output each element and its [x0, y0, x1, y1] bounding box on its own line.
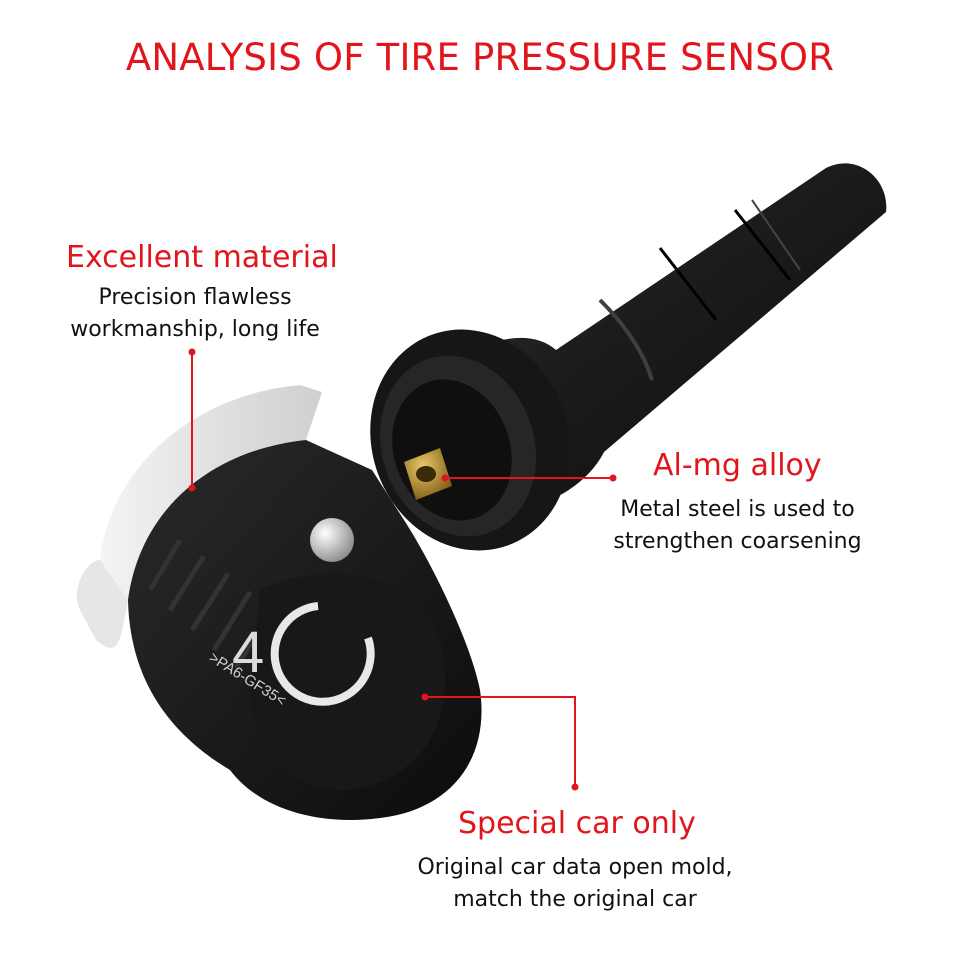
alloy-desc-line-1: Metal steel is used to: [620, 497, 855, 522]
brass-valve-core: [404, 448, 452, 500]
alloy-desc-line-2: strengthen coarsening: [613, 529, 862, 554]
page-title: ANALYSIS OF TIRE PRESSURE SENSOR: [125, 36, 835, 79]
material-desc-line-2: workmanship, long life: [70, 317, 320, 342]
special-desc-line-1: Original car data open mold,: [417, 855, 733, 880]
sensor-logo-number: 4: [232, 620, 264, 685]
special-description: Original car data open mold, match the o…: [392, 852, 758, 916]
sensor-housing: [76, 385, 482, 820]
screw-icon: [310, 518, 354, 562]
material-desc-line-1: Precision flawless: [98, 285, 292, 310]
special-desc-line-2: match the original car: [453, 887, 697, 912]
material-description: Precision flawless workmanship, long lif…: [60, 282, 330, 346]
alloy-description: Metal steel is used to strengthen coarse…: [595, 494, 880, 558]
alloy-heading: Al-mg alloy: [653, 448, 822, 483]
special-heading: Special car only: [458, 806, 696, 841]
callout-lines: [188, 348, 617, 791]
material-heading: Excellent material: [66, 240, 338, 275]
